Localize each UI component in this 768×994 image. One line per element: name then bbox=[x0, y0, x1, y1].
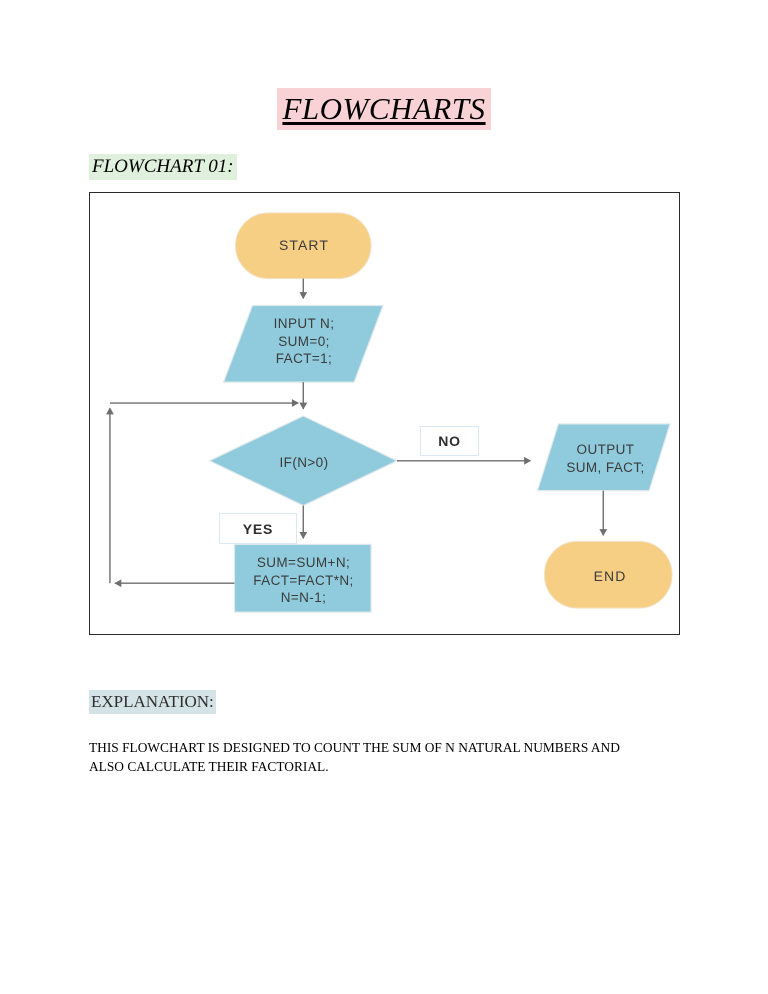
section-heading: FLOWCHART 01: bbox=[89, 154, 237, 180]
shape-start bbox=[235, 212, 372, 280]
shape-end bbox=[543, 540, 673, 609]
flowchart-container: START INPUT N; SUM=0; FACT=1; IF(N>0) SU… bbox=[89, 192, 680, 635]
explanation-body-text: THIS FLOWCHART IS DESIGNED TO COUNT THE … bbox=[89, 740, 620, 774]
explanation-heading-text: EXPLANATION: bbox=[89, 690, 216, 714]
document-title-text: FLOWCHARTS bbox=[277, 88, 491, 130]
flowchart-diagram bbox=[106, 212, 673, 613]
explanation-heading: EXPLANATION: bbox=[89, 690, 216, 714]
shape-process bbox=[233, 543, 372, 613]
document-title: FLOWCHARTS bbox=[0, 88, 768, 130]
shape-decision bbox=[208, 415, 399, 507]
shape-input bbox=[222, 304, 384, 383]
branch-label-yes: YES bbox=[219, 513, 297, 544]
section-heading-text: FLOWCHART 01: bbox=[89, 154, 237, 180]
branch-label-no: NO bbox=[420, 426, 479, 456]
shape-output bbox=[536, 423, 671, 492]
